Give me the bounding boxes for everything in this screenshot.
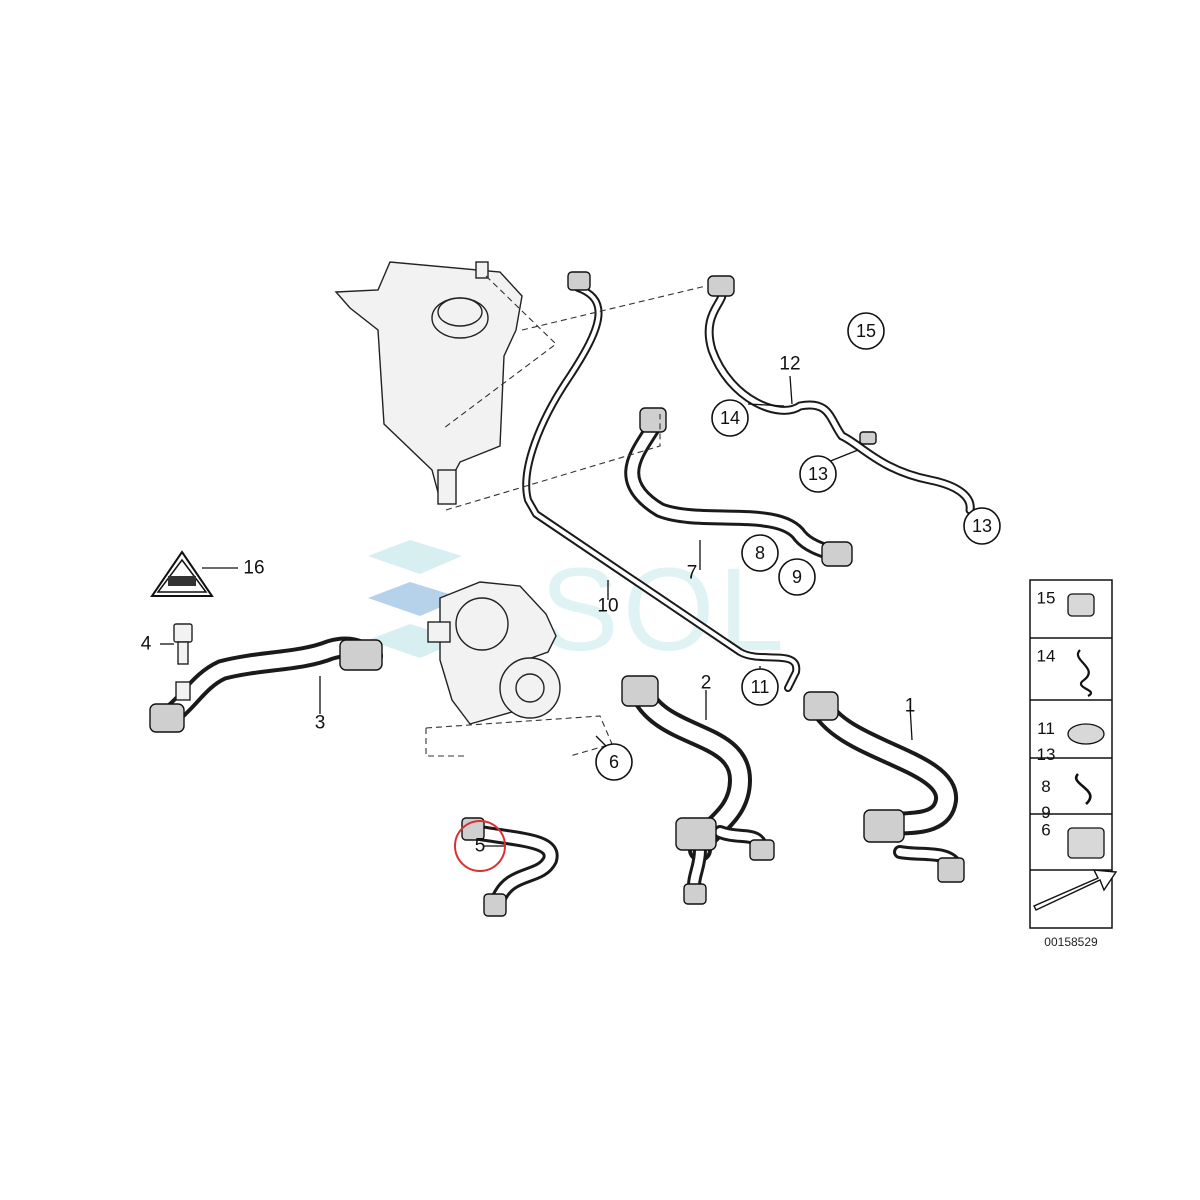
label-15: 15 (856, 321, 876, 341)
watermark: SOL (368, 540, 784, 676)
label-13b: 13 (972, 516, 992, 536)
hose-5 (461, 817, 559, 917)
hose-clamp-11-13-icon (1067, 723, 1105, 745)
dashed-guides (425, 275, 707, 757)
thermostat-pump-assembly (427, 581, 561, 725)
hose-3 (149, 636, 383, 733)
label-13a: 13 (808, 464, 828, 484)
label-1: 1 (905, 696, 916, 717)
label-14: 14 (720, 408, 740, 428)
legend-row-14: 14 (1037, 647, 1056, 666)
fitting-6-icon (1067, 827, 1105, 859)
hose-12 (704, 275, 975, 515)
label-16: 16 (243, 558, 264, 579)
highlight-ring (454, 820, 506, 872)
label-8: 8 (755, 543, 765, 563)
label-10: 10 (597, 596, 618, 617)
expansion-tank (334, 261, 523, 505)
legend-row-6: 6 (1041, 821, 1050, 840)
label-6: 6 (609, 752, 619, 772)
clip-8-9-icon (1074, 773, 1092, 805)
leader-lines (160, 375, 913, 847)
clip-14-icon (1076, 649, 1092, 697)
clip-15-icon (1067, 593, 1095, 617)
label-7: 7 (687, 563, 698, 584)
legend-row-15: 15 (1037, 589, 1056, 608)
label-12: 12 (779, 354, 800, 375)
label-11: 11 (751, 677, 770, 697)
diagram-id: 00158529 (1044, 935, 1098, 949)
arrow-icon (1033, 869, 1118, 911)
hose-2 (621, 675, 775, 905)
hose-1 (803, 691, 965, 883)
label-2: 2 (701, 673, 712, 694)
hose-10 (522, 271, 801, 692)
sensor-4 (173, 623, 193, 665)
label-3: 3 (315, 713, 326, 734)
label-4: 4 (141, 634, 152, 655)
label-5: 5 (475, 836, 486, 857)
part-labels: 15 12 14 13 13 8 9 7 10 11 16 4 3 2 1 6 … (141, 312, 1001, 872)
label-9: 9 (792, 567, 802, 587)
warning-triangle-16 (150, 550, 214, 597)
